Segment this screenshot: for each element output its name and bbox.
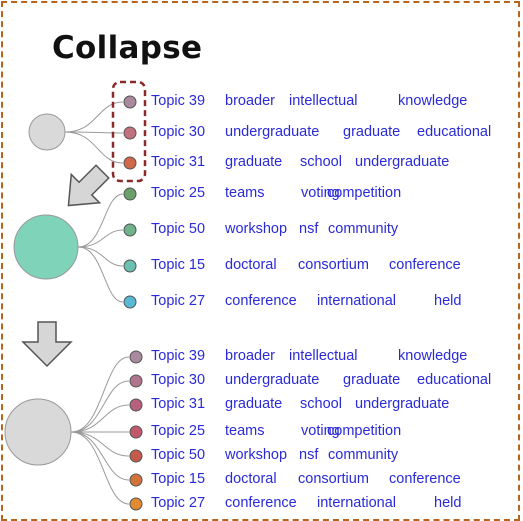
topic-word: competition (327, 423, 402, 439)
highlight-box (111, 80, 147, 183)
topic-word: educational (417, 372, 492, 388)
topic-label: Topic 15 (151, 471, 206, 487)
topic-label: Topic 30 (151, 124, 206, 140)
topic-word: intellectual (289, 93, 358, 109)
topic-label: Topic 50 (151, 447, 206, 463)
parent-node-teal (13, 214, 79, 280)
topic-word: workshop (225, 447, 288, 463)
topic-word: knowledge (398, 93, 468, 109)
topic-dot (123, 156, 137, 170)
topic-word: doctoral (225, 471, 277, 487)
topic-dot (123, 223, 137, 237)
topic-word: conference (225, 293, 297, 309)
edge-line (77, 246, 124, 303)
topic-word: teams (225, 185, 265, 201)
topic-label: Topic 39 (151, 348, 206, 364)
topic-word: educational (417, 124, 492, 140)
topic-dot (129, 497, 143, 511)
topic-dot (123, 259, 137, 273)
topic-dot (123, 126, 137, 140)
topic-dot (129, 398, 143, 412)
topic-word: workshop (225, 221, 288, 237)
topic-dot (129, 449, 143, 463)
topic-label: Topic 27 (151, 495, 206, 511)
topic-word: conference (389, 257, 461, 273)
edge-line (64, 101, 124, 133)
topic-word: international (317, 293, 396, 309)
topic-word: voting (301, 185, 340, 201)
topic-dot (123, 295, 137, 309)
topic-label: Topic 27 (151, 293, 206, 309)
topic-word: graduate (225, 154, 283, 170)
topic-word: broader (225, 93, 275, 109)
topic-word: consortium (298, 471, 369, 487)
topic-dot (123, 187, 137, 201)
topic-dot (129, 473, 143, 487)
topic-word: community (328, 447, 399, 463)
edge-line (70, 404, 130, 433)
edge-line (70, 431, 130, 481)
edge-line (70, 380, 130, 433)
topic-word: competition (327, 185, 402, 201)
edge-line (77, 229, 124, 248)
topic-label: Topic 50 (151, 221, 206, 237)
edge-line (64, 131, 124, 164)
topic-word: held (434, 495, 462, 511)
topic-word: community (328, 221, 399, 237)
parent-node-large (4, 398, 72, 466)
edge-line (70, 431, 130, 505)
topic-word: graduate (225, 396, 283, 412)
topic-word: undergraduate (355, 396, 450, 412)
topic-word: conference (389, 471, 461, 487)
topic-word: graduate (343, 124, 401, 140)
diagonal-arrow-icon (67, 164, 110, 207)
topic-label: Topic 25 (151, 423, 206, 439)
topic-word: teams (225, 423, 265, 439)
topic-label: Topic 15 (151, 257, 206, 273)
topic-dot (123, 95, 137, 109)
topic-word: undergraduate (225, 124, 320, 140)
edge-layer (64, 101, 130, 505)
topic-label: Topic 25 (151, 185, 206, 201)
topic-word: doctoral (225, 257, 277, 273)
topic-label: Topic 31 (151, 154, 206, 170)
topic-dot (129, 425, 143, 439)
topic-word: school (300, 396, 342, 412)
topic-word: broader (225, 348, 275, 364)
down-arrow-icon (21, 321, 73, 368)
edge-line (70, 431, 130, 457)
topic-word: nsf (299, 221, 319, 237)
topic-word: school (300, 154, 342, 170)
topic-word: consortium (298, 257, 369, 273)
parent-node-small (28, 113, 66, 151)
edge-line (77, 246, 124, 267)
topic-word: voting (301, 423, 340, 439)
topic-label: Topic 31 (151, 396, 206, 412)
topic-label: Topic 39 (151, 93, 206, 109)
topic-dot (129, 374, 143, 388)
page-title: Collapse (52, 30, 203, 66)
topic-word: intellectual (289, 348, 358, 364)
topic-dot (129, 350, 143, 364)
topic-word: undergraduate (225, 372, 320, 388)
topic-word: held (434, 293, 462, 309)
dot-layer (123, 95, 143, 511)
topic-label: Topic 30 (151, 372, 206, 388)
edge-line (70, 356, 130, 433)
topic-word: graduate (343, 372, 401, 388)
topic-word: knowledge (398, 348, 468, 364)
topic-word: nsf (299, 447, 319, 463)
topic-word: undergraduate (355, 154, 450, 170)
edge-line (64, 131, 124, 134)
topic-word: international (317, 495, 396, 511)
topic-word: conference (225, 495, 297, 511)
edge-line (77, 193, 124, 248)
